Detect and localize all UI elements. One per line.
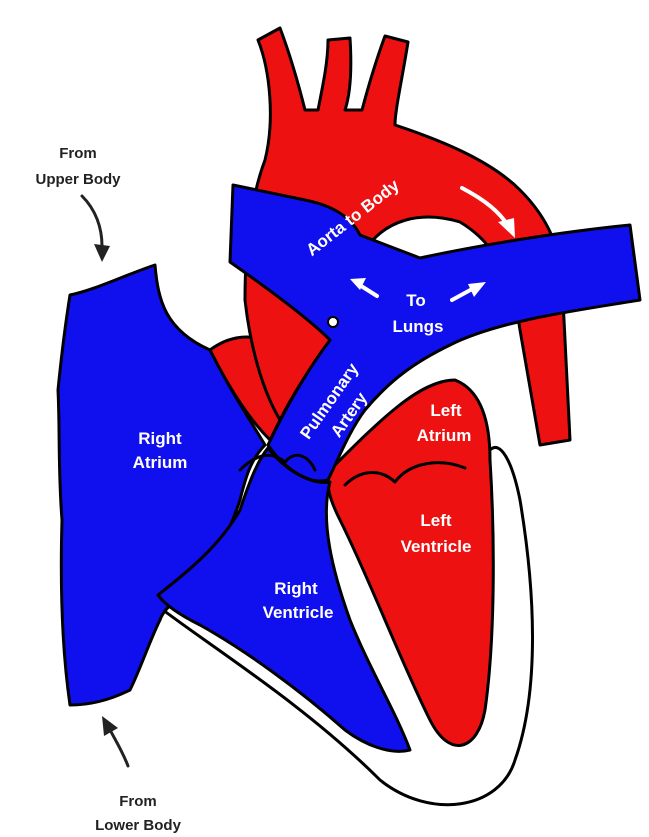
label-right-atrium-2: Atrium	[133, 453, 188, 472]
label-left-atrium-2: Atrium	[417, 426, 472, 445]
label-from-lower-1: From	[119, 793, 157, 810]
curved-arrow-upper	[82, 196, 110, 262]
label-to-lungs-2: Lungs	[393, 317, 444, 336]
label-right-ventricle-2: Ventricle	[263, 603, 334, 622]
curved-arrow-lower	[102, 716, 128, 766]
label-from-lower-2: Lower Body	[95, 817, 181, 834]
label-left-ventricle-2: Ventricle	[401, 537, 472, 556]
label-right-atrium-1: Right	[138, 429, 182, 448]
label-left-ventricle-1: Left	[420, 511, 452, 530]
label-right-ventricle-1: Right	[274, 579, 318, 598]
label-from-upper-2: Upper Body	[35, 171, 121, 188]
label-to-lungs-1: To	[406, 291, 426, 310]
label-left-atrium-1: Left	[430, 401, 462, 420]
ductus-mark	[328, 317, 338, 327]
label-from-upper-1: From	[59, 145, 97, 162]
